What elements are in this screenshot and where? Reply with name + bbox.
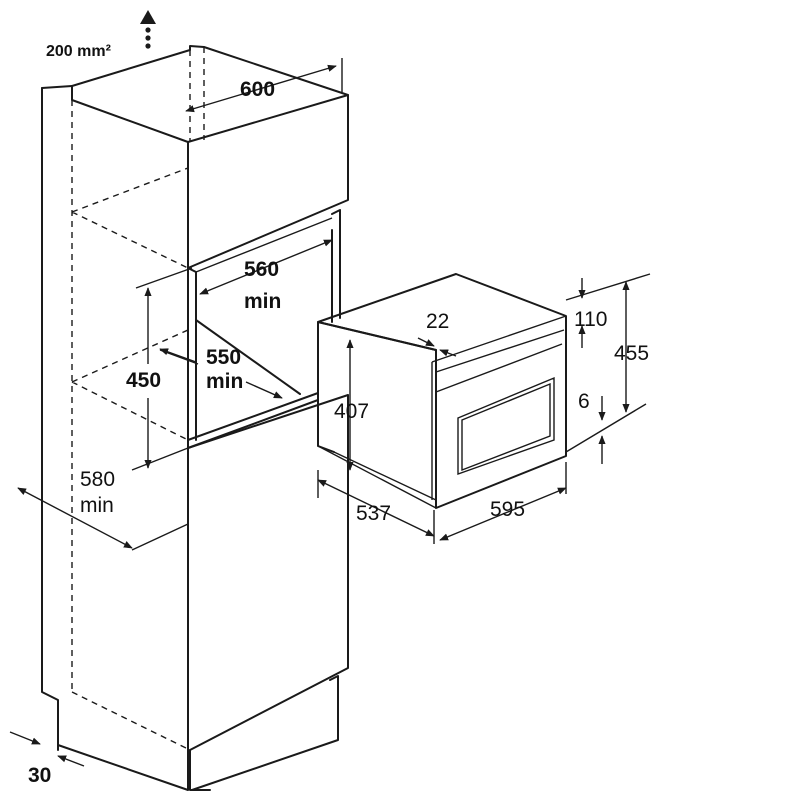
niche-width-min-label: min	[244, 290, 281, 313]
cabinet-depth-min-label: min	[80, 494, 114, 517]
niche-width-label: 560	[244, 258, 279, 281]
oven-dimensions	[317, 273, 651, 544]
niche-depth-label: 550	[206, 346, 241, 369]
oven-front-offset-label: 22	[426, 310, 449, 333]
panel-height-label: 110	[574, 308, 607, 331]
tall-cabinet	[41, 45, 349, 791]
niche-depth-min-label: min	[206, 370, 243, 393]
cabinet-depth-label: 580	[80, 468, 115, 491]
oven-width-label: 595	[490, 498, 525, 521]
vent-arrow	[140, 10, 156, 49]
oven-window	[457, 376, 555, 475]
cabinet-left-side	[41, 87, 189, 791]
cabinet-top	[71, 45, 349, 143]
niche-right-wall	[331, 209, 341, 323]
niche-height-label: 450	[126, 369, 161, 392]
total-height-label: 455	[614, 342, 649, 365]
cabinet-dimensions	[9, 58, 343, 767]
oven-unit	[317, 273, 567, 509]
cabinet-hidden-edges	[71, 47, 205, 751]
oven-height-label: 407	[334, 400, 369, 423]
cabinet-width-label: 600	[240, 78, 275, 101]
oven-depth-label: 537	[356, 502, 391, 525]
plinth-label: 30	[28, 764, 51, 787]
bottom-gap-label: 6	[578, 390, 590, 413]
oven-front-frame	[431, 329, 565, 500]
vent-area-label: 200 mm²	[46, 43, 111, 60]
